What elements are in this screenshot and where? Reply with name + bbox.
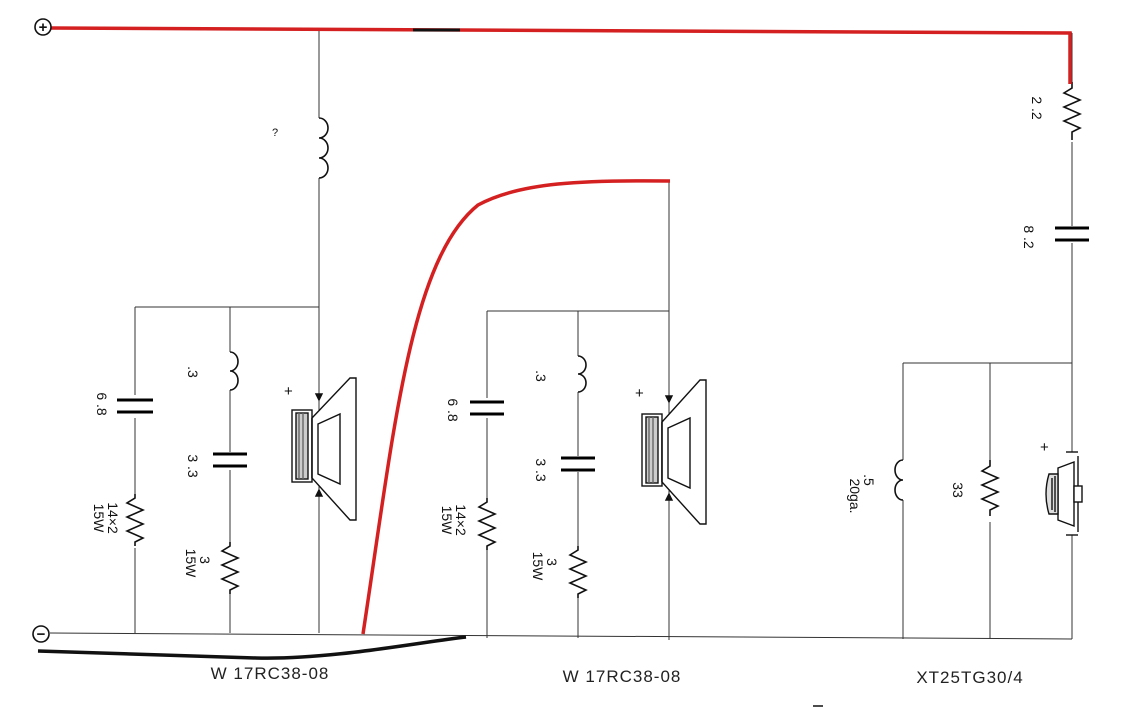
notch-inductor-1-label: .3: [185, 366, 201, 378]
capacitor-notch-1: [213, 452, 247, 468]
resistor-tweeter-series: [1062, 82, 1082, 140]
notch-res-2-label-b: 15W: [530, 552, 546, 582]
res-series-2-label-b: 15W: [439, 506, 455, 536]
res-series-2-label-a: 14×2: [453, 504, 469, 536]
tweeter-shunt-res-label: 33: [950, 482, 966, 498]
driver-2-name: W 17RC38-08: [563, 667, 682, 686]
notch-cap-1-label: 3 .3: [185, 454, 201, 478]
resistor-series-1: [125, 494, 145, 546]
inductor-tweeter-shunt: [894, 459, 904, 501]
capacitor-notch-2: [561, 456, 595, 472]
woofer-driver-2: [641, 379, 707, 525]
res-series-1-label-b: 15W: [91, 504, 107, 534]
cap-series-2-label: 6 .8: [445, 398, 461, 422]
resistor-notch-1: [220, 542, 240, 594]
positive-terminal: +: [34, 18, 52, 36]
capacitor-tweeter-series: [1055, 226, 1089, 242]
tweeter-series-res-label: 2 .2: [1029, 96, 1045, 120]
tweeter-driver: [1045, 451, 1083, 536]
notch-cap-2-label: 3 .3: [533, 458, 549, 482]
notch-res-1-label-b: 15W: [183, 549, 199, 579]
red-positive-wire: [49, 26, 1072, 84]
res-series-1-label-a: 14×2: [105, 502, 121, 534]
driver-1-polarity: +: [284, 383, 293, 400]
notch-res-1-label-a: 3: [197, 556, 213, 564]
cap-series-1-label: 6 .8: [94, 392, 110, 416]
positive-terminal-label: +: [39, 19, 48, 36]
tweeter-series-cap-label: 8 .2: [1021, 225, 1037, 249]
notch-res-2-label-a: 3: [544, 558, 560, 566]
resistor-tweeter-shunt: [980, 460, 1000, 516]
resistor-series-2: [477, 498, 497, 550]
inductor-notch-1: [229, 351, 239, 391]
notch-inductor-2-label: .3: [533, 370, 549, 382]
red-crossover-wire: [361, 179, 671, 635]
negative-terminal-label: −: [37, 626, 46, 643]
negative-terminal: −: [32, 625, 50, 643]
capacitor-series-1: [117, 398, 153, 414]
tweeter-name: XT25TG30/4: [916, 668, 1023, 687]
tweeter-polarity: +: [1040, 439, 1049, 456]
inductor-top-1: [318, 117, 329, 179]
schematic-wiring: [49, 27, 1073, 640]
driver-1-name: W 17RC38-08: [211, 664, 330, 683]
tweeter-shunt-inductor-label-b: 20ga.: [847, 478, 863, 513]
inductor-top-label: ?: [272, 127, 278, 139]
driver-2-polarity: +: [635, 385, 644, 402]
tweeter-shunt-inductor-label-a: .5: [861, 474, 877, 486]
capacitor-series-2: [470, 400, 504, 416]
inductor-notch-2: [577, 355, 587, 393]
resistor-notch-2: [568, 546, 588, 598]
woofer-driver-1: [291, 377, 357, 521]
black-return-wire: [37, 635, 467, 660]
